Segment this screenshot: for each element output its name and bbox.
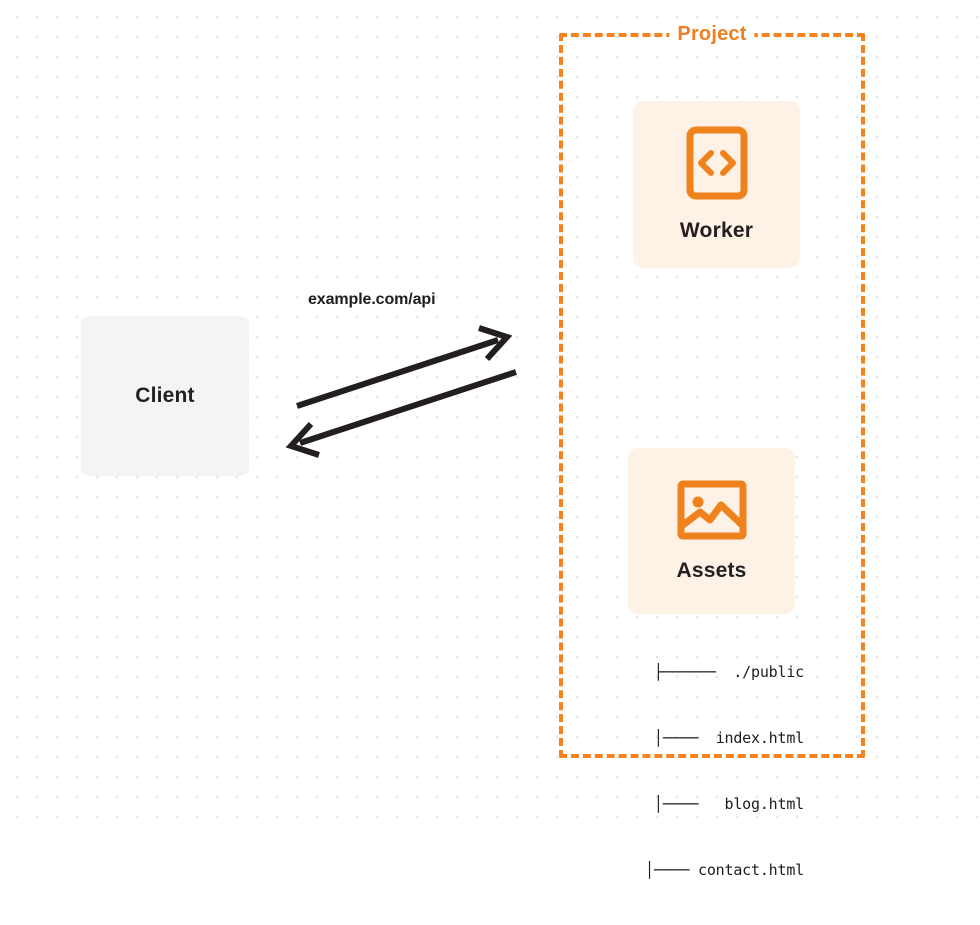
- client-label: Client: [135, 384, 195, 407]
- file-tree-row: │──── index.html: [653, 729, 804, 747]
- diagram-canvas: Client example.com/api Project Worker: [0, 0, 980, 879]
- connection-label: example.com/api: [308, 291, 436, 308]
- code-brackets-icon: [686, 126, 748, 205]
- file-tree-row: ├────── ./public: [653, 663, 804, 681]
- file-tree-row: │──── contact.html: [645, 861, 804, 879]
- request-arrow: [296, 325, 513, 409]
- image-icon: [677, 480, 747, 545]
- assets-label: Assets: [676, 558, 747, 582]
- assets-file-tree: ├────── ./public │──── index.html │──── …: [604, 617, 804, 925]
- worker-label: Worker: [679, 219, 754, 242]
- project-container: Project: [559, 23, 865, 758]
- assets-card[interactable]: Assets: [628, 448, 795, 614]
- response-arrow: [285, 369, 517, 458]
- worker-card[interactable]: Worker: [633, 101, 800, 268]
- file-tree-row: │──── blog.html: [653, 795, 804, 813]
- project-title: Project: [669, 23, 755, 46]
- client-node[interactable]: Client: [81, 316, 249, 476]
